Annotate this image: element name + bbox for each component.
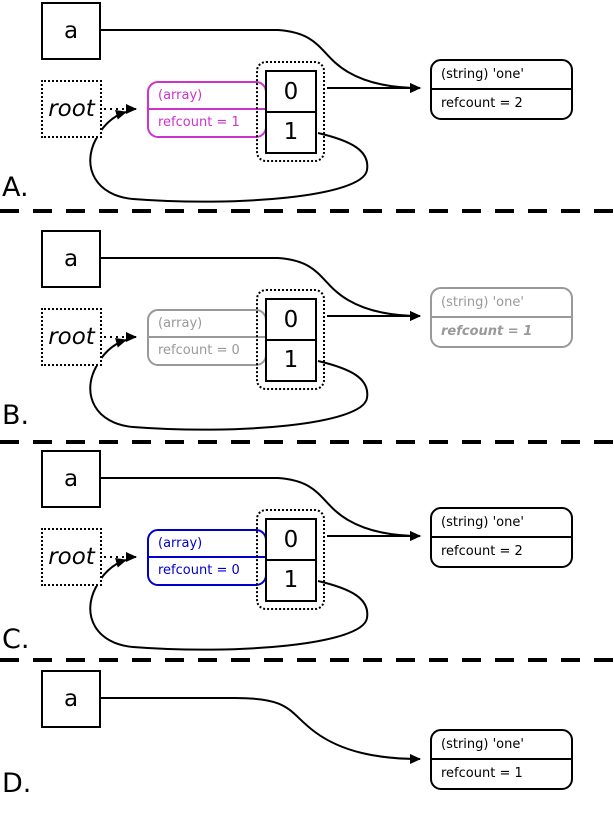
cell-0: 0 — [283, 78, 299, 105]
string-divider — [432, 316, 571, 318]
zval-cells-outline — [256, 61, 325, 162]
separator-dashed — [0, 658, 614, 662]
cell-0: 0 — [283, 306, 299, 333]
array-type-label: (array) — [158, 88, 203, 103]
variable-box: a — [41, 450, 101, 508]
root-label: root — [48, 96, 95, 122]
zval-cells-outline — [256, 509, 325, 610]
panel-c: a root (array) refcount = 0 0 1 (string)… — [0, 448, 614, 660]
cell-1: 1 — [267, 559, 315, 598]
array-divider — [149, 108, 265, 110]
string-refcount-label: refcount = 1 — [441, 766, 523, 781]
zval-cells: 0 1 — [265, 70, 317, 154]
edge-var-to-string — [101, 697, 421, 764]
cell-1: 1 — [267, 339, 315, 378]
variable-label: a — [63, 246, 79, 272]
panel-label: B. — [2, 400, 30, 431]
zval-cells-outline — [256, 289, 325, 390]
array-refcount-label: refcount = 1 — [158, 115, 240, 130]
array-refcount-label: refcount = 0 — [158, 563, 240, 578]
panel-a: a root (array) refcount = 1 0 1 (string)… — [0, 0, 614, 212]
string-type-label: (string) 'one' — [441, 737, 524, 752]
string-refcount-label: refcount = 2 — [441, 96, 523, 111]
root-box: root — [41, 308, 102, 366]
root-box: root — [41, 80, 102, 138]
string-type-label: (string) 'one' — [441, 67, 524, 82]
string-node: (string) 'one' refcount = 1 — [430, 729, 573, 790]
string-node: (string) 'one' refcount = 2 — [430, 59, 573, 120]
array-divider — [149, 556, 265, 558]
zval-cells: 0 1 — [265, 518, 317, 602]
separator-dashed — [0, 440, 614, 444]
panel-label: C. — [2, 624, 30, 655]
array-node: (array) refcount = 0 — [147, 309, 267, 366]
array-divider — [149, 336, 265, 338]
separator-dashed — [0, 209, 614, 213]
array-node: (array) refcount = 0 — [147, 529, 267, 586]
panel-b: a root (array) refcount = 0 0 1 (string)… — [0, 228, 614, 440]
array-type-label: (array) — [158, 536, 203, 551]
string-divider — [432, 758, 571, 760]
variable-label: a — [63, 686, 79, 712]
root-label: root — [48, 544, 95, 570]
string-node: (string) 'one' refcount = 2 — [430, 507, 573, 568]
string-divider — [432, 536, 571, 538]
panel-label: A. — [2, 172, 29, 203]
panel-d: a (string) 'one' refcount = 1 D. — [0, 668, 614, 814]
cell-0: 0 — [283, 526, 299, 553]
root-label: root — [48, 324, 95, 350]
string-type-label: (string) 'one' — [441, 295, 524, 310]
panel-label: D. — [2, 768, 32, 799]
string-node: (string) 'one' refcount = 1 — [430, 287, 573, 348]
array-refcount-label: refcount = 0 — [158, 343, 240, 358]
cell-1: 1 — [267, 111, 315, 150]
zval-cells: 0 1 — [265, 298, 317, 382]
string-type-label: (string) 'one' — [441, 515, 524, 530]
variable-label: a — [63, 18, 79, 44]
string-divider — [432, 88, 571, 90]
variable-box: a — [41, 230, 101, 288]
string-refcount-label: refcount = 2 — [441, 544, 523, 559]
variable-label: a — [63, 466, 79, 492]
string-refcount-label: refcount = 1 — [441, 324, 533, 339]
array-node: (array) refcount = 1 — [147, 81, 267, 138]
variable-box: a — [41, 2, 101, 60]
array-type-label: (array) — [158, 316, 203, 331]
root-box: root — [41, 528, 102, 586]
variable-box: a — [41, 670, 101, 728]
